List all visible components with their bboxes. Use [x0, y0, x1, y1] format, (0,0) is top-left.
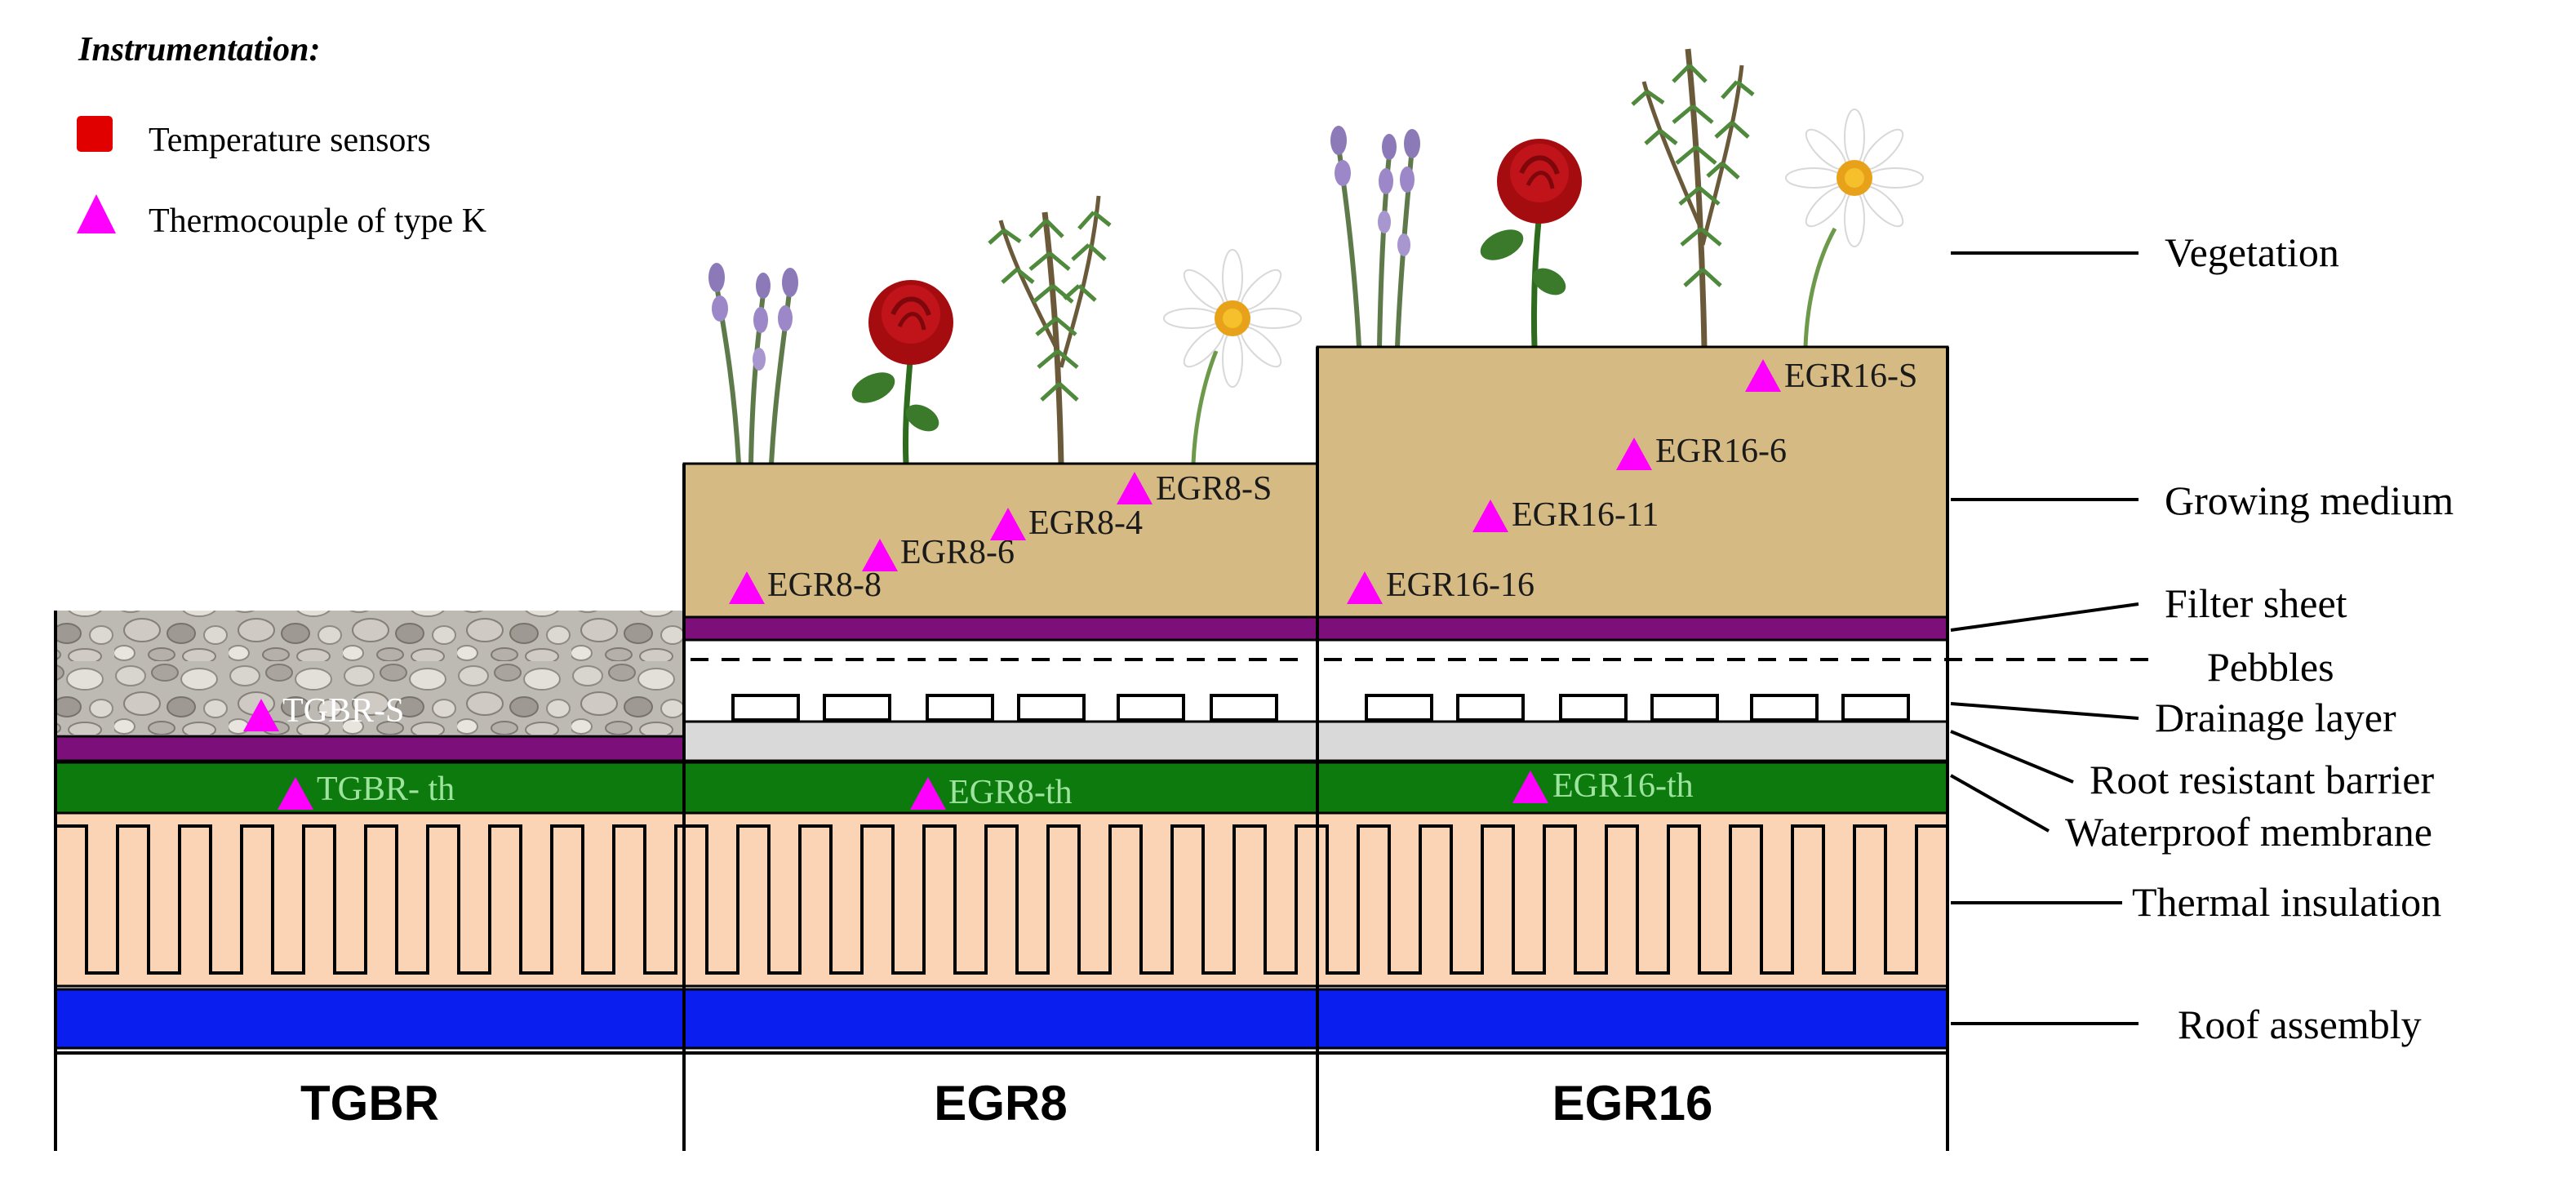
root-resistant-barrier-layer: [682, 720, 1319, 762]
sensor-label-tgbr-th: TGBR- th: [317, 771, 455, 808]
label-vegetation: Vegetation: [2165, 229, 2339, 275]
thermocouple-marker: [1117, 472, 1153, 504]
thermocouple-marker: [729, 571, 765, 604]
sensor-label-egr8-th: EGR8-th: [948, 774, 1073, 811]
sensor-label-tgbr-s: TGBR-S: [282, 692, 404, 730]
filter-sheet-layer: [682, 615, 1319, 642]
red-square-icon: [77, 116, 113, 152]
thermocouple-marker: [1745, 359, 1781, 392]
roof-label-tgbr: TGBR: [300, 1076, 439, 1131]
legend-item-temperature-sensors: Temperature sensors: [149, 122, 431, 159]
roof-label-egr8: EGR8: [934, 1076, 1067, 1131]
insulation-pattern: [56, 824, 1949, 975]
roof-separators: [54, 347, 1949, 1151]
layer-labels: Vegetation Growing medium Filter sheet P…: [2065, 229, 2454, 1047]
rosemary-icon: [1631, 48, 1755, 348]
label-thermal-insulation: Thermal insulation: [2132, 879, 2441, 925]
legend-title: Instrumentation:: [78, 31, 320, 69]
rosemary-icon: [988, 195, 1112, 464]
roof-label-egr16: EGR16: [1552, 1076, 1713, 1131]
lavender-icon: [708, 263, 798, 464]
waterproof-membrane-layer: [1316, 761, 1949, 815]
daisy-icon: [1785, 109, 1924, 348]
growing-medium-layer: [1316, 345, 1949, 619]
layer-callouts: [1950, 251, 2139, 1025]
tgbr-roof: [54, 611, 686, 815]
thermocouples: TGBR-S TGBR- th EGR8-8 EGR8-6 EGR8-4 EGR…: [243, 358, 1917, 811]
rose-icon: [851, 280, 953, 464]
waterproof-membrane-layer: [54, 761, 686, 815]
magenta-triangle-icon: [77, 194, 116, 233]
roof-assembly-layer: [54, 988, 1949, 1050]
root-resistant-barrier-layer: [1316, 720, 1949, 762]
label-roof-assembly: Roof assembly: [2178, 1002, 2422, 1047]
drainage-cups: [731, 694, 1278, 722]
sensor-label-egr16-11: EGR16-11: [1512, 496, 1659, 534]
egr16-roof: [1316, 345, 2155, 815]
vegetation-egr16: [1330, 48, 1924, 348]
thermocouple-marker: [243, 699, 279, 731]
thermocouple-marker: [910, 777, 946, 810]
thermocouple-marker: [1616, 438, 1652, 470]
rose-icon: [1480, 139, 1582, 348]
filter-sheet-layer: [1316, 615, 1949, 642]
pebble-ballast-layer: [56, 611, 684, 735]
sensor-label-egr16-6: EGR16-6: [1655, 433, 1787, 470]
label-drainage-layer: Drainage layer: [2155, 695, 2396, 740]
label-waterproof-membrane: Waterproof membrane: [2065, 809, 2432, 855]
thermocouple-marker: [278, 777, 313, 810]
egr8-roof: [682, 462, 1319, 815]
thermal-insulation-layer: [54, 811, 1949, 988]
thermocouple-marker: [1347, 571, 1383, 604]
sensor-label-egr16-th: EGR16-th: [1552, 767, 1694, 805]
daisy-icon: [1163, 249, 1302, 464]
legend: Instrumentation: Temperature sensors The…: [77, 31, 486, 240]
label-root-resistant-barrier: Root resistant barrier: [2090, 757, 2434, 802]
legend-item-thermocouple: Thermocouple of type K: [149, 202, 486, 240]
thermocouple-marker: [862, 539, 898, 571]
sensor-label-egr16-s: EGR16-S: [1784, 358, 1917, 395]
sensor-label-egr8-4: EGR8-4: [1028, 504, 1143, 542]
thermocouple-marker: [1512, 771, 1548, 803]
waterproof-membrane-layer: [682, 761, 1319, 815]
thermocouple-marker: [990, 508, 1026, 540]
sensor-label-egr16-16: EGR16-16: [1386, 566, 1534, 604]
label-filter-sheet: Filter sheet: [2165, 580, 2347, 626]
filter-sheet-layer: [54, 735, 686, 762]
sensor-label-egr8-8: EGR8-8: [767, 566, 882, 604]
label-growing-medium: Growing medium: [2165, 478, 2454, 523]
lavender-icon: [1330, 126, 1420, 348]
thermocouple-marker: [1472, 500, 1508, 532]
sensor-label-egr8-s: EGR8-S: [1156, 470, 1272, 508]
drainage-cups: [1365, 694, 1910, 722]
vegetation-egr8: [708, 195, 1302, 464]
label-pebbles: Pebbles: [2207, 644, 2334, 690]
